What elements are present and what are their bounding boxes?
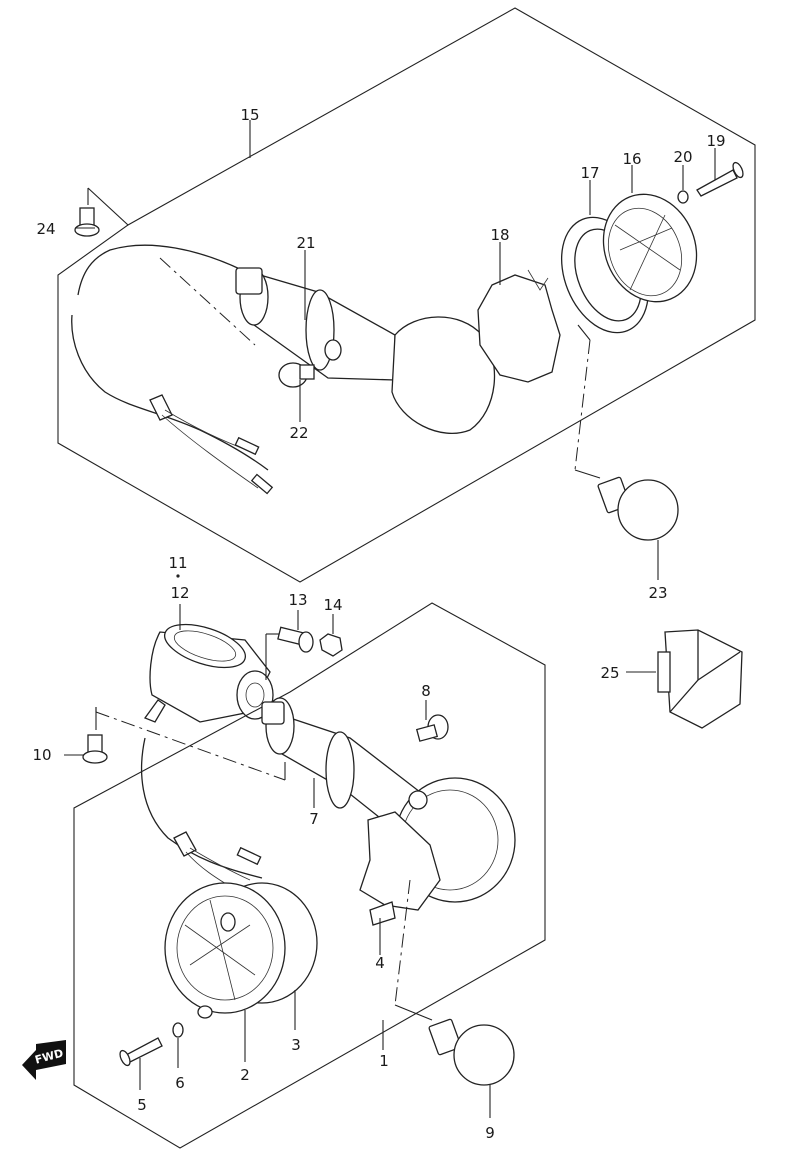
callout-20: 20 [673,148,692,166]
lower-assembly-frame [73,602,546,1149]
turn-signal-body-lower [261,697,421,850]
mount-bracket-12 [143,623,274,723]
lens-2 [164,882,286,1014]
callout-19: 19 [706,132,725,150]
bolt-13 [265,610,314,680]
washer-6 [172,1022,184,1038]
lower-assembly [73,602,546,1149]
callout-13: 13 [288,591,307,609]
callout-2: 2 [240,1066,250,1084]
callout-14: 14 [323,596,342,614]
callout-15: 15 [240,106,259,124]
callout-23: 23 [648,584,667,602]
turn-signal-body-upper [235,267,496,434]
callout-25: 25 [600,664,619,682]
screw-19 [696,161,744,197]
bolt-24 [74,207,100,237]
bolt-10 [64,707,108,764]
flasher-relay-25 [626,629,743,729]
callout-4: 4 [375,954,385,972]
callout-9: 9 [485,1124,495,1142]
washer-20 [677,190,689,204]
callout-3: 3 [291,1036,301,1054]
callout-21: 21 [296,234,315,252]
callout-1: 1 [379,1052,389,1070]
callout-8: 8 [421,682,431,700]
screw-8 [415,700,449,742]
lead-wire-lower [140,737,263,891]
upper-assembly [57,7,756,583]
callout-11: 11 [168,554,187,572]
screw-22 [278,362,315,388]
callout-5: 5 [137,1096,147,1114]
lead-wire-upper [71,244,274,495]
callout-10: 10 [32,746,51,764]
callout-18: 18 [490,226,509,244]
callout-17: 17 [580,164,599,182]
callout-24: 24 [36,220,55,238]
callout-22: 22 [289,424,308,442]
nut-14 [319,614,343,657]
fwd-direction-icon: FWD [22,1040,66,1080]
upper-assembly-frame [57,7,756,583]
callout-7: 7 [309,810,319,828]
callout-6: 6 [175,1074,185,1092]
bulb-9 [428,1018,515,1118]
bulb-23 [597,476,679,580]
callout-12: 12 [170,584,189,602]
screw-5 [119,1037,163,1067]
callout-16: 16 [622,150,641,168]
callout-labels: 15 24 21 22 18 17 16 20 19 23 25 11 12 1… [32,106,725,1142]
housing-bracket-4 [359,777,516,926]
